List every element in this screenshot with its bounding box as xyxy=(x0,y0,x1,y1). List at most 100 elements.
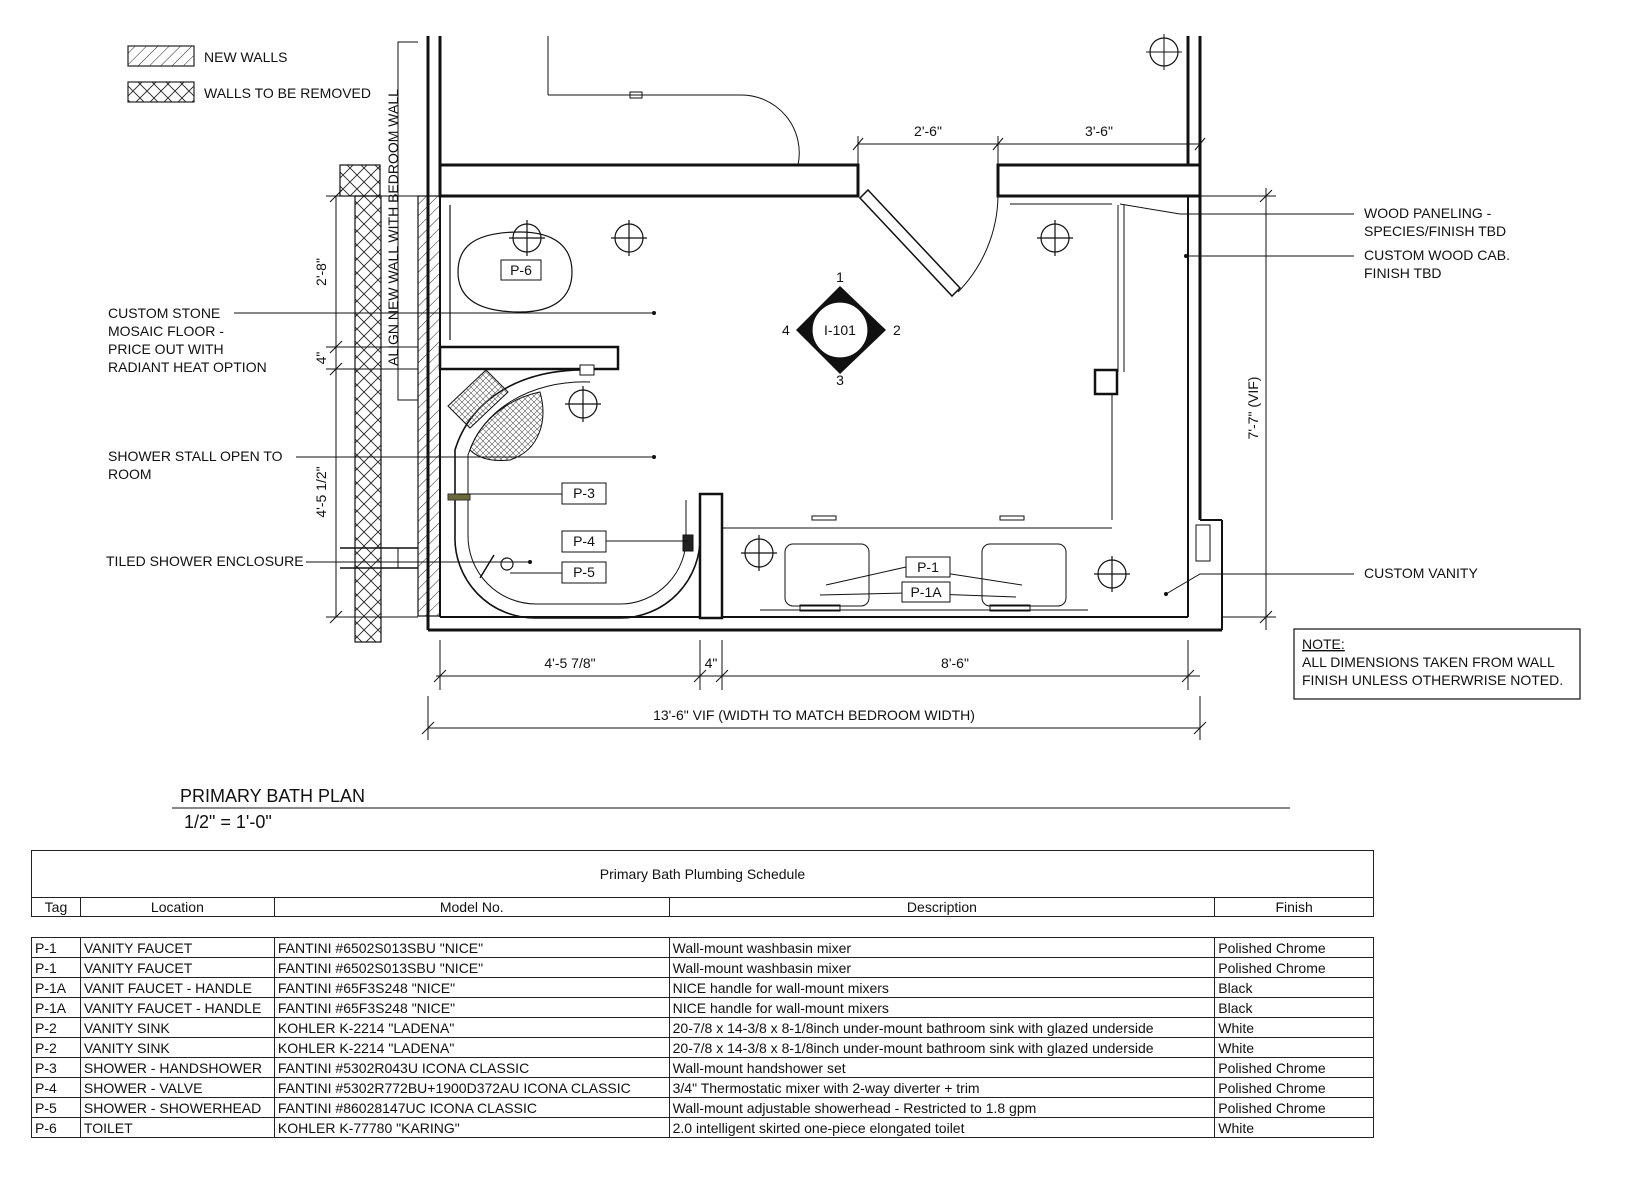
tag-p1a: P-1A xyxy=(910,584,942,600)
legend-new-walls-swatch xyxy=(127,45,195,67)
cell-location: VANITY SINK xyxy=(79,1037,275,1058)
cell-description: Wall-mount adjustable showerhead - Restr… xyxy=(668,1097,1216,1118)
header-location: Location xyxy=(79,897,275,917)
align-wall-label: ALIGN NEW WALL WITH BEDROOM WALL xyxy=(385,89,401,366)
svg-text:PRICE OUT WITH: PRICE OUT WITH xyxy=(108,341,224,357)
svg-text:FINISH TBD: FINISH TBD xyxy=(1364,265,1442,281)
cell-model: FANTINI #5302R043U ICONA CLASSIC xyxy=(273,1057,670,1078)
cell-model: KOHLER K-2214 "LADENA" xyxy=(273,1037,670,1058)
cell-model: FANTINI #5302R772BU+1900D372AU ICONA CLA… xyxy=(273,1077,670,1098)
legend-new-walls-label: NEW WALLS xyxy=(204,49,288,65)
cell-location: VANITY FAUCET xyxy=(79,937,275,958)
svg-text:2'-8": 2'-8" xyxy=(313,258,329,286)
svg-text:1: 1 xyxy=(836,269,844,285)
cell-finish: Polished Chrome xyxy=(1214,1077,1374,1098)
cell-tag: P-1A xyxy=(31,997,81,1018)
cell-description: 20-7/8 x 14-3/8 x 8-1/8inch under-mount … xyxy=(668,1037,1216,1058)
cell-model: FANTINI #6502S013SBU "NICE" xyxy=(273,937,670,958)
svg-text:2: 2 xyxy=(893,322,901,338)
cell-location: SHOWER - VALVE xyxy=(79,1077,275,1098)
header-description: Description xyxy=(668,897,1216,917)
svg-text:FINISH UNLESS OTHERWRISE NOTED: FINISH UNLESS OTHERWRISE NOTED. xyxy=(1302,672,1563,688)
cell-finish: White xyxy=(1214,1037,1374,1058)
schedule-header-row: Tag Location Model No. Description Finis… xyxy=(31,897,1374,917)
cell-finish: Polished Chrome xyxy=(1214,1057,1374,1078)
cell-description: Wall-mount handshower set xyxy=(668,1057,1216,1078)
svg-text:3: 3 xyxy=(836,372,844,388)
legend-walls-removed-label: WALLS TO BE REMOVED xyxy=(204,85,371,101)
cell-description: NICE handle for wall-mount mixers xyxy=(668,977,1216,998)
tag-p4: P-4 xyxy=(573,533,595,549)
schedule-caption: Primary Bath Plumbing Schedule xyxy=(31,850,1374,898)
cell-tag: P-1A xyxy=(31,977,81,998)
cell-location: VANITY FAUCET xyxy=(79,957,275,978)
schedule-caption-row: Primary Bath Plumbing Schedule xyxy=(31,850,1374,898)
svg-text:SPECIES/FINISH TBD: SPECIES/FINISH TBD xyxy=(1364,223,1506,239)
cell-model: FANTINI #65F3S248 "NICE" xyxy=(273,997,670,1018)
cell-finish: Black xyxy=(1214,977,1374,998)
cell-model: FANTINI #65F3S248 "NICE" xyxy=(273,977,670,998)
svg-text:4'-5 7/8": 4'-5 7/8" xyxy=(544,655,595,671)
plumbing-schedule-table: Primary Bath Plumbing Schedule Tag Locat… xyxy=(31,850,1374,1138)
svg-text:4'-5 1/2": 4'-5 1/2" xyxy=(313,466,329,517)
cell-tag: P-2 xyxy=(31,1037,81,1058)
header-tag: Tag xyxy=(31,897,81,917)
cell-finish: Polished Chrome xyxy=(1214,1097,1374,1118)
cell-location: TOILET xyxy=(79,1117,275,1138)
tag-p3: P-3 xyxy=(573,485,595,501)
svg-text:8'-6": 8'-6" xyxy=(941,655,969,671)
svg-text:WOOD PANELING -: WOOD PANELING - xyxy=(1364,205,1492,221)
svg-text:2'-6": 2'-6" xyxy=(914,123,942,139)
note-box: NOTE: ALL DIMENSIONS TAKEN FROM WALL FIN… xyxy=(1293,628,1581,700)
svg-text:4: 4 xyxy=(782,322,790,338)
toilet xyxy=(449,205,573,340)
walls-to-remove xyxy=(354,195,382,643)
cell-description: 20-7/8 x 14-3/8 x 8-1/8inch under-mount … xyxy=(668,1017,1216,1038)
cell-description: Wall-mount washbasin mixer xyxy=(668,937,1216,958)
shower-walls xyxy=(438,345,724,620)
svg-text:ALL DIMENSIONS TAKEN FROM WALL: ALL DIMENSIONS TAKEN FROM WALL xyxy=(1302,654,1555,670)
svg-text:I-101: I-101 xyxy=(824,322,856,338)
svg-text:3'-6": 3'-6" xyxy=(1085,123,1113,139)
svg-text:4": 4" xyxy=(313,352,329,365)
cell-description: 2.0 intelligent skirted one-piece elonga… xyxy=(668,1117,1216,1138)
cell-model: FANTINI #86028147UC ICONA CLASSIC xyxy=(273,1097,670,1118)
cell-finish: White xyxy=(1214,1017,1374,1038)
tag-p5: P-5 xyxy=(573,564,595,580)
cell-finish: Black xyxy=(1214,997,1374,1018)
cell-tag: P-2 xyxy=(31,1017,81,1038)
left-callouts: CUSTOM STONE MOSAIC FLOOR - PRICE OUT WI… xyxy=(106,305,656,569)
cell-finish: Polished Chrome xyxy=(1214,957,1374,978)
svg-text:CUSTOM VANITY: CUSTOM VANITY xyxy=(1364,565,1478,581)
schedule-spacer xyxy=(31,916,1374,938)
plan-scale: 1/2" = 1'-0" xyxy=(184,812,272,832)
svg-text:SHOWER STALL OPEN TO: SHOWER STALL OPEN TO xyxy=(108,448,283,464)
plan-title: PRIMARY BATH PLAN xyxy=(180,786,365,806)
cell-finish: White xyxy=(1214,1117,1374,1138)
fixture-tags: P-6 P-3 P-4 P-5 P-1 P-1A xyxy=(458,259,1023,603)
dimension-labels: 2'-6" 3'-6" 2'-8" 4" 4'-5 1/2" 7'-7" (VI… xyxy=(313,123,1261,723)
right-callouts: WOOD PANELING - SPECIES/FINISH TBD CUSTO… xyxy=(1119,203,1510,596)
new-wall-left xyxy=(417,195,441,617)
svg-text:NOTE:: NOTE: xyxy=(1302,636,1345,652)
svg-text:RADIANT HEAT OPTION: RADIANT HEAT OPTION xyxy=(108,359,267,375)
entry-door xyxy=(858,188,999,298)
tag-p6: P-6 xyxy=(510,262,532,278)
header-finish: Finish xyxy=(1214,897,1374,917)
cell-tag: P-5 xyxy=(31,1097,81,1118)
ceiling-fixtures xyxy=(509,220,1130,592)
wood-paneling xyxy=(718,203,1125,529)
svg-text:13'-6" VIF (WIDTH TO MATCH BED: 13'-6" VIF (WIDTH TO MATCH BEDROOM WIDTH… xyxy=(653,707,975,723)
align-wall-leader xyxy=(397,41,418,401)
cell-location: VANIT FAUCET - HANDLE xyxy=(79,977,275,998)
svg-text:TILED SHOWER ENCLOSURE: TILED SHOWER ENCLOSURE xyxy=(106,553,304,569)
